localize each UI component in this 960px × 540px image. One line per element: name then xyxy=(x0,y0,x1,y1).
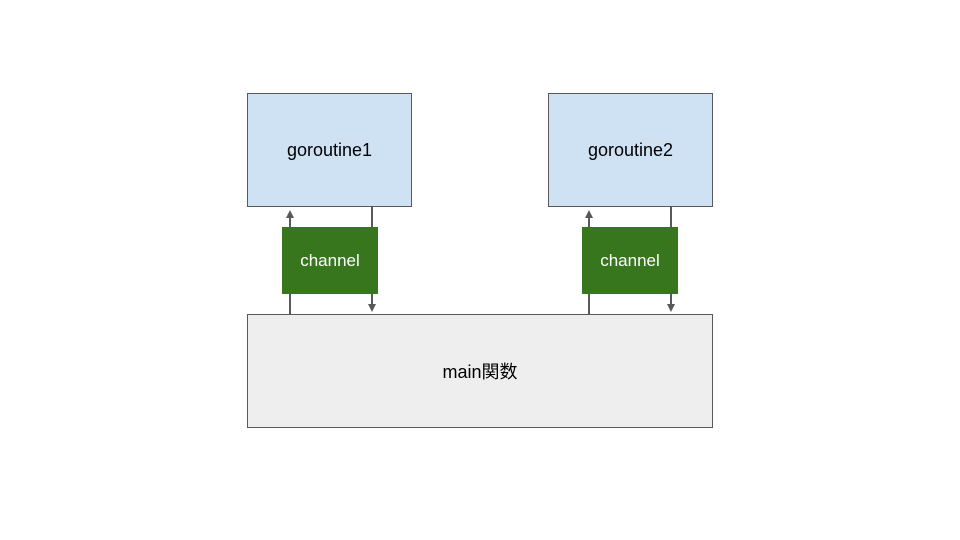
main-function-box: main関数 xyxy=(247,314,713,428)
goroutine1-box: goroutine1 xyxy=(247,93,412,207)
goroutine1-label: goroutine1 xyxy=(286,139,373,160)
goroutine2-box: goroutine2 xyxy=(548,93,713,207)
channel2-label: channel xyxy=(600,250,660,270)
channel1-label: channel xyxy=(300,250,360,270)
channel2-box: channel xyxy=(582,227,678,294)
goroutine2-label: goroutine2 xyxy=(587,139,674,160)
channel1-box: channel xyxy=(282,227,378,294)
main-function-label: main関数 xyxy=(442,362,518,382)
